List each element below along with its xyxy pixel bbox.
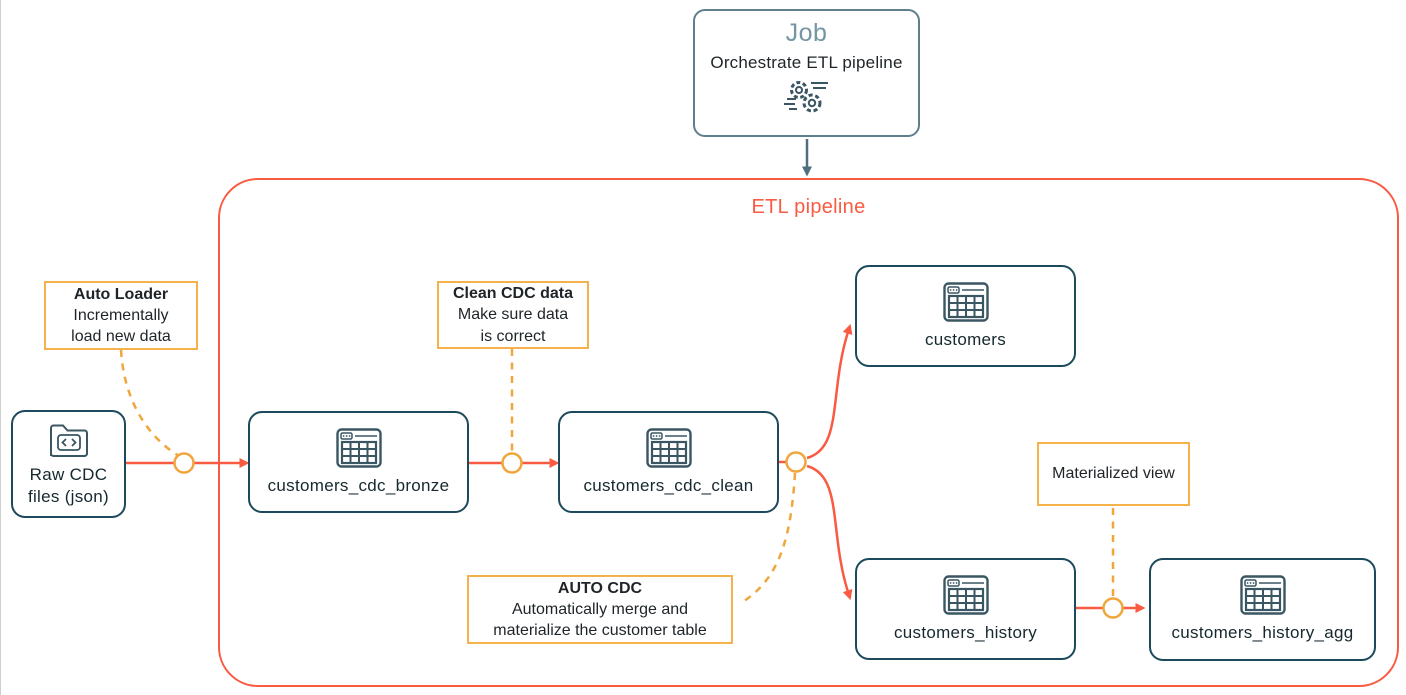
table-node-customers-history: customers_history: [855, 558, 1076, 660]
job-subtitle: Orchestrate ETL pipeline: [710, 53, 903, 72]
job-node: Job Orchestrate ETL pipeline: [693, 9, 920, 137]
table-label: customers_history_agg: [1171, 623, 1354, 643]
annotation-auto-cdc: AUTO CDC Automatically merge and materia…: [467, 575, 733, 644]
table-node-customers-cdc-clean: customers_cdc_clean: [558, 411, 779, 513]
annotation-body: Incrementally load new data: [71, 306, 171, 346]
raw-cdc-files-node: Raw CDC files (json): [11, 410, 126, 518]
table-label: customers: [924, 329, 1007, 349]
annotation-auto-loader: Auto Loader Incrementally load new data: [44, 281, 198, 350]
annotation-clean-cdc-data: Clean CDC data Make sure data is correct: [437, 281, 589, 349]
table-node-customers-cdc-bronze: customers_cdc_bronze: [248, 411, 469, 513]
annotation-title: AUTO CDC: [557, 579, 643, 597]
raw-cdc-files-label: Raw CDC files (json): [27, 465, 110, 506]
annotation-body: Materialized view: [1052, 465, 1175, 483]
table-label: customers_history: [893, 622, 1038, 642]
annotation-body: Make sure data is correct: [457, 306, 569, 345]
annotation-materialized-view: Materialized view: [1037, 442, 1190, 506]
gears-icon: [783, 81, 828, 113]
table-node-customers-history-agg: customers_history_agg: [1149, 558, 1376, 661]
annotation-title: Auto Loader: [73, 285, 169, 303]
table-grid-icon: [942, 574, 989, 615]
folder-code-icon: [49, 424, 88, 458]
table-grid-icon: [645, 427, 692, 468]
table-grid-icon: [942, 281, 989, 322]
etl-pipeline-container: [218, 178, 1399, 687]
table-node-customers: customers: [855, 265, 1076, 367]
job-title: Job: [785, 19, 828, 47]
table-label: customers_cdc_bronze: [267, 475, 450, 495]
annotation-body: Automatically merge and materialize the …: [493, 600, 707, 640]
annotation-title: Clean CDC data: [452, 285, 574, 303]
etl-pipeline-title: ETL pipeline: [751, 196, 866, 218]
table-grid-icon: [1239, 575, 1286, 615]
table-label: customers_cdc_clean: [583, 475, 754, 495]
table-grid-icon: [335, 427, 382, 468]
